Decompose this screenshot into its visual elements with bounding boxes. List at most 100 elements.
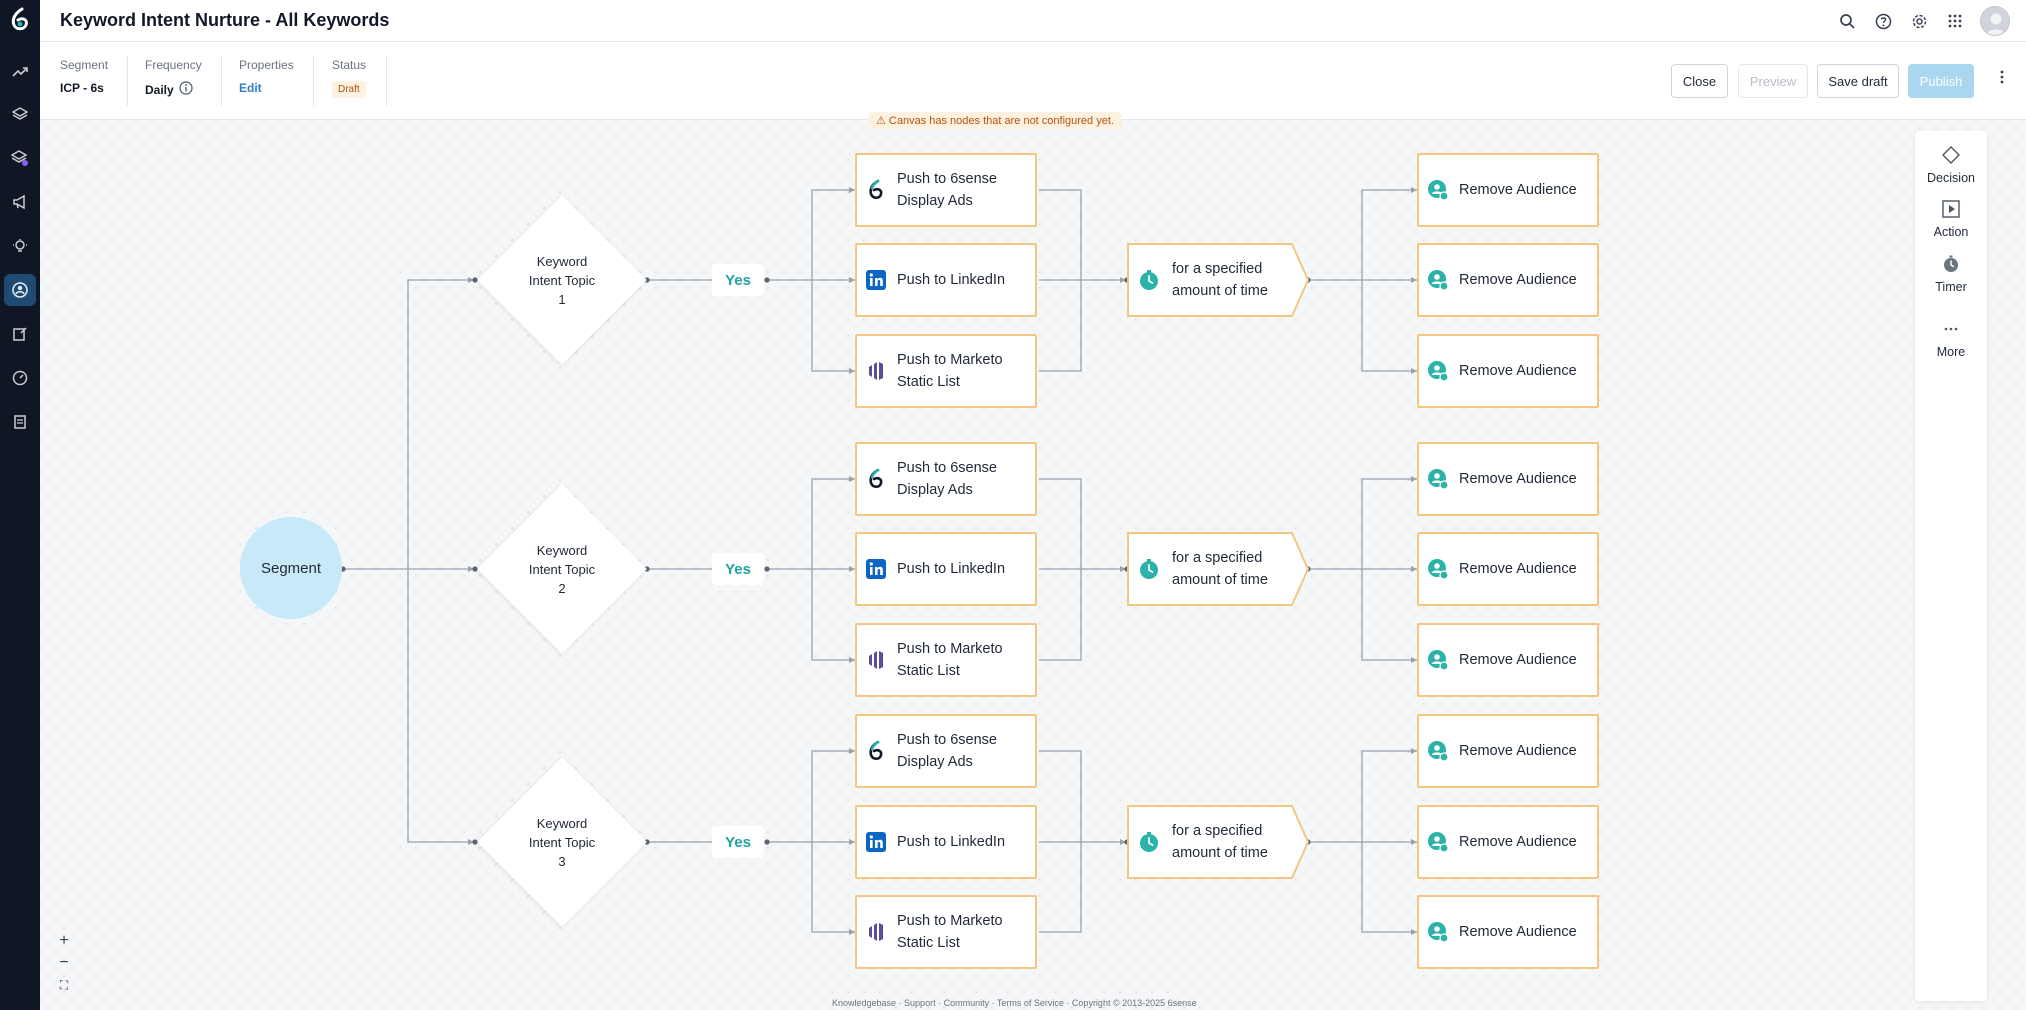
stopwatch-icon bbox=[1138, 269, 1160, 291]
search-icon[interactable] bbox=[1836, 10, 1858, 32]
decision-node[interactable]: Keyword Intent Topic 3 bbox=[476, 756, 648, 928]
remove-audience-label: Remove Audience bbox=[1459, 363, 1577, 379]
remove-audience-node[interactable]: Remove Audience bbox=[1417, 243, 1599, 317]
timer-label: amount of time bbox=[1172, 845, 1268, 861]
remove-audience-node[interactable]: Remove Audience bbox=[1417, 334, 1599, 408]
remove-audience-label: Remove Audience bbox=[1459, 561, 1577, 577]
close-button[interactable]: Close bbox=[1671, 64, 1728, 98]
page-title: Keyword Intent Nurture - All Keywords bbox=[60, 10, 390, 30]
meta-segment: Segment ICP - 6s bbox=[60, 58, 126, 102]
audience-icon[interactable] bbox=[4, 274, 36, 306]
decision-label: 2 bbox=[558, 580, 566, 596]
remove-audience-label: Remove Audience bbox=[1459, 924, 1577, 940]
palette-decision[interactable]: Decision bbox=[1915, 143, 1987, 185]
layers-badge-icon[interactable] bbox=[4, 142, 36, 174]
palette-timer-label: Timer bbox=[1935, 280, 1967, 294]
info-icon[interactable] bbox=[179, 81, 193, 98]
remove-audience-label: Remove Audience bbox=[1459, 652, 1577, 668]
segment-label: Segment bbox=[60, 58, 109, 72]
megaphone-icon[interactable] bbox=[4, 186, 36, 218]
divider bbox=[313, 56, 314, 106]
zoom-out-button[interactable]: − bbox=[59, 954, 69, 971]
palette-action-label: Action bbox=[1933, 225, 1969, 239]
decision-node[interactable]: Keyword Intent Topic 1 bbox=[476, 194, 648, 366]
remove-audience-node[interactable]: Remove Audience bbox=[1417, 895, 1599, 969]
remove-audience-node[interactable]: Remove Audience bbox=[1417, 714, 1599, 788]
marketo-icon bbox=[865, 360, 887, 382]
palette-timer[interactable]: Timer bbox=[1915, 252, 1987, 294]
audience-remove-icon bbox=[1427, 269, 1449, 291]
divider bbox=[386, 56, 387, 106]
6sense-logo-icon bbox=[865, 468, 887, 490]
action-node-linkedin[interactable]: Push to LinkedIn bbox=[855, 243, 1037, 317]
decision-label: Intent Topic bbox=[528, 272, 596, 288]
more-options-icon[interactable] bbox=[2000, 70, 2004, 89]
yes-branch-label[interactable]: Yes bbox=[712, 553, 764, 585]
remove-audience-node[interactable]: Remove Audience bbox=[1417, 532, 1599, 606]
action-label: Push to LinkedIn bbox=[897, 834, 1006, 850]
save-draft-button[interactable]: Save draft bbox=[1817, 64, 1899, 98]
decision-label: Keyword bbox=[536, 253, 588, 269]
frequency-value: Daily bbox=[145, 82, 174, 97]
6sense-logo-icon[interactable] bbox=[8, 6, 32, 34]
decision-label: Intent Topic bbox=[528, 834, 596, 850]
remove-audience-node[interactable]: Remove Audience bbox=[1417, 153, 1599, 227]
yes-branch-label[interactable]: Yes bbox=[712, 264, 764, 296]
segment-node[interactable]: Segment bbox=[240, 517, 342, 619]
palette-more[interactable]: More bbox=[1915, 317, 1987, 359]
action-label: Static List bbox=[897, 663, 960, 679]
help-icon[interactable] bbox=[1872, 10, 1894, 32]
decision-label: Intent Topic bbox=[528, 561, 596, 577]
action-label: Push to Marketo bbox=[897, 352, 1003, 368]
remove-audience-node[interactable]: Remove Audience bbox=[1417, 623, 1599, 697]
action-label: Static List bbox=[897, 935, 960, 951]
layers-icon[interactable] bbox=[4, 98, 36, 130]
trend-icon[interactable] bbox=[4, 56, 36, 88]
action-node-linkedin[interactable]: Push to LinkedIn bbox=[855, 805, 1037, 879]
fit-view-button[interactable]: ⛶ bbox=[59, 978, 69, 992]
segment-value: ICP - 6s bbox=[60, 81, 104, 95]
yes-branch-label[interactable]: Yes bbox=[712, 826, 764, 858]
properties-edit-link[interactable]: Edit bbox=[239, 81, 262, 95]
linkedin-icon bbox=[865, 269, 887, 291]
remove-audience-node[interactable]: Remove Audience bbox=[1417, 442, 1599, 516]
publish-button[interactable]: Publish bbox=[1908, 64, 1974, 98]
timer-label: amount of time bbox=[1172, 572, 1268, 588]
action-node-linkedin[interactable]: Push to LinkedIn bbox=[855, 532, 1037, 606]
edit-icon[interactable] bbox=[4, 318, 36, 350]
footer-links[interactable]: Knowledgebase · Support · Community · Te… bbox=[832, 998, 1197, 1008]
gauge-icon[interactable] bbox=[4, 362, 36, 394]
meta-frequency: Frequency Daily bbox=[145, 58, 220, 102]
apps-grid-icon[interactable] bbox=[1944, 10, 1966, 32]
action-label: Display Ads bbox=[897, 193, 973, 209]
meta-status: Status Draft bbox=[332, 58, 384, 102]
action-label: Push to LinkedIn bbox=[897, 561, 1006, 577]
report-icon[interactable] bbox=[4, 406, 36, 438]
preview-button[interactable]: Preview bbox=[1738, 64, 1808, 98]
playbook-meta-bar: Segment ICP - 6s Frequency Daily Propert… bbox=[40, 42, 2026, 120]
remove-audience-label: Remove Audience bbox=[1459, 471, 1577, 487]
palette-action[interactable]: Action bbox=[1915, 197, 1987, 239]
timer-label: amount of time bbox=[1172, 283, 1268, 299]
action-label: Push to Marketo bbox=[897, 913, 1003, 929]
remove-audience-node[interactable]: Remove Audience bbox=[1417, 805, 1599, 879]
audience-remove-icon bbox=[1427, 921, 1449, 943]
left-nav bbox=[0, 0, 40, 1010]
decision-node[interactable]: Keyword Intent Topic 2 bbox=[476, 483, 648, 655]
palette-decision-label: Decision bbox=[1927, 171, 1975, 185]
zoom-in-button[interactable]: + bbox=[59, 932, 69, 949]
settings-icon[interactable] bbox=[1908, 10, 1930, 32]
status-label: Status bbox=[332, 58, 367, 72]
avatar[interactable] bbox=[1980, 6, 2010, 36]
marketo-icon bbox=[865, 921, 887, 943]
lightbulb-icon[interactable] bbox=[4, 230, 36, 262]
